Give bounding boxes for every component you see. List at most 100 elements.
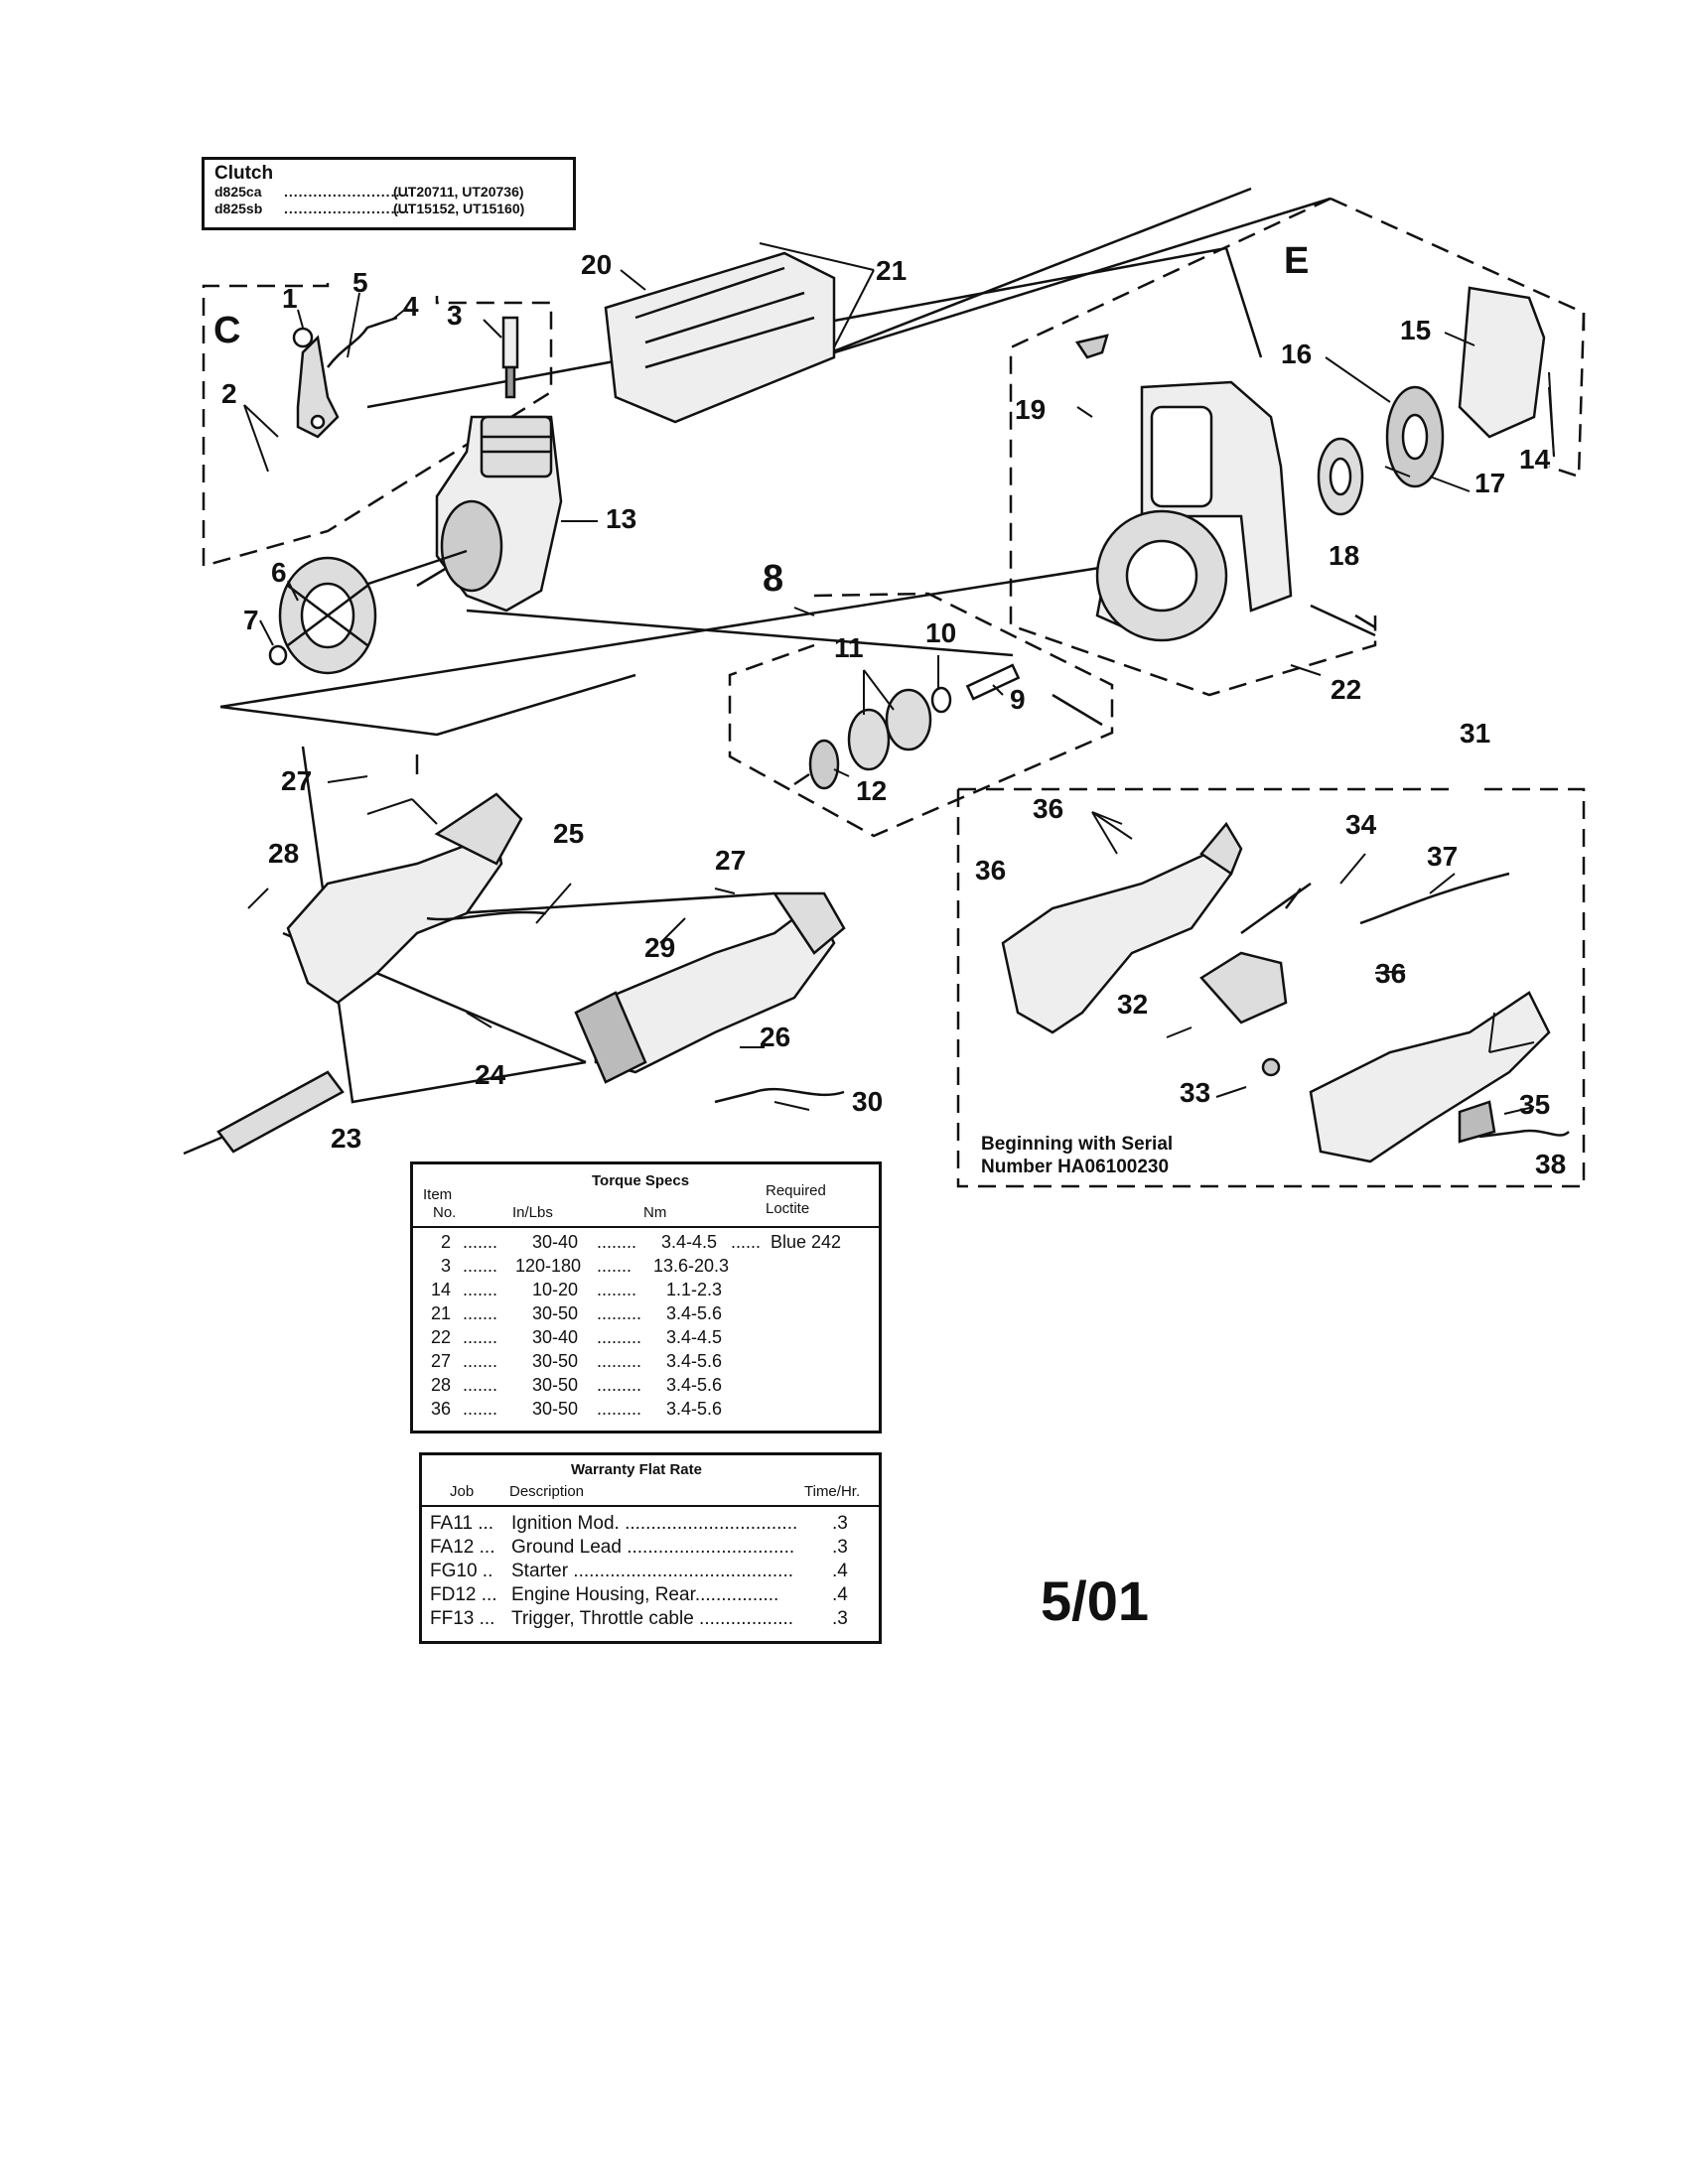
- ignition-module-part: [292, 327, 340, 439]
- torque-item: 22: [431, 1327, 452, 1347]
- warranty-flat-rate-table: Warranty Flat Rate Job Description Time/…: [419, 1452, 882, 1644]
- callout-36: 36: [1033, 793, 1064, 824]
- warranty-time: .3: [832, 1513, 848, 1534]
- revision-date: 5/01: [1041, 1570, 1149, 1632]
- header-nm: Nm: [643, 1204, 667, 1221]
- torque-table-title: Torque Specs: [592, 1172, 690, 1189]
- dot-leader: ..........................: [284, 201, 411, 216]
- torque-row: 21.......30-50.........3.4-5.6: [431, 1303, 723, 1323]
- torque-nm: 3.4-5.6: [666, 1351, 723, 1371]
- torque-inlbs: 10-20: [532, 1280, 579, 1299]
- callout-18: 18: [1329, 540, 1360, 571]
- torque-row: 27.......30-50.........3.4-5.6: [431, 1351, 723, 1371]
- callout-1: 1: [282, 283, 298, 314]
- torque-row: 2.......30-40........3.4-4.5......Blue 2…: [441, 1232, 842, 1252]
- callout-9: 9: [1010, 684, 1026, 715]
- warranty-description: Ground Lead ............................…: [511, 1537, 795, 1558]
- clutch-model: d825sb: [214, 201, 263, 216]
- table-divider: [422, 1505, 879, 1507]
- header-required: Required: [766, 1182, 826, 1199]
- callout-22: 22: [1331, 674, 1362, 705]
- section-8-frame: [728, 592, 1114, 838]
- warranty-description: Starter ................................…: [511, 1561, 794, 1581]
- torque-nm: 3.4-5.6: [666, 1303, 723, 1323]
- serial-note-line: Number HA06100230: [981, 1157, 1170, 1177]
- callout-38: 38: [1535, 1149, 1567, 1179]
- serial-note-line: Beginning with Serial: [981, 1134, 1174, 1155]
- header-loctite: Loctite: [766, 1200, 810, 1217]
- warranty-row: FA12 ...Ground Lead ....................…: [430, 1537, 867, 1561]
- torque-item: 21: [431, 1303, 452, 1323]
- callout-7: 7: [243, 605, 259, 635]
- torque-row: 3.......120-180.......13.6-20.3: [441, 1256, 730, 1276]
- torque-nm: 1.1-2.3: [666, 1280, 723, 1299]
- wiring-part: [426, 910, 1570, 1139]
- callout-6: 6: [271, 557, 287, 588]
- section-31-frame: [956, 787, 1586, 1188]
- torque-specs-table: Torque Specs Item No. In/Lbs Nm Required…: [410, 1161, 882, 1433]
- starter-cover-part: [1458, 286, 1546, 439]
- warranty-time: .3: [832, 1608, 848, 1629]
- cylinder-shroud-part: [604, 251, 836, 424]
- callout-23: 23: [331, 1123, 362, 1154]
- callout-10: 10: [925, 617, 957, 648]
- torque-item: 28: [431, 1375, 452, 1395]
- section-e-frame: [1009, 197, 1586, 697]
- callout-16: 16: [1281, 339, 1313, 369]
- callout-30: 30: [852, 1086, 884, 1117]
- torque-inlbs: 120-180: [515, 1256, 582, 1276]
- callout-12: 12: [856, 775, 888, 806]
- callout-36: 36: [975, 855, 1007, 886]
- engine-block-part: [302, 415, 563, 613]
- drive-shaft-part: [183, 1070, 345, 1156]
- callout-26: 26: [760, 1022, 791, 1052]
- warranty-row: FD12 ...Engine Housing, Rear............…: [430, 1584, 867, 1608]
- callout-29: 29: [644, 932, 676, 963]
- warranty-row: FG10 .. Starter .........................…: [430, 1561, 867, 1584]
- flywheel-part: [278, 556, 377, 675]
- callout-27: 27: [281, 765, 313, 796]
- callout-19: 19: [1015, 394, 1047, 425]
- section-e-label: E: [1284, 240, 1310, 282]
- clutch-assembly-part: [793, 663, 1021, 790]
- torque-inlbs: 30-40: [532, 1232, 579, 1252]
- callout-3: 3: [447, 300, 463, 331]
- header-description: Description: [509, 1483, 585, 1500]
- torque-row: 28.......30-50.........3.4-5.6: [431, 1375, 723, 1395]
- warranty-job: FG10 ..: [430, 1561, 493, 1581]
- serial-note: Beginning with Serial Number HA06100230: [981, 1133, 1173, 1178]
- warranty-time: .4: [832, 1561, 848, 1581]
- clutch-parts: (UT20711, UT20736): [393, 184, 524, 200]
- callout-37: 37: [1427, 841, 1459, 872]
- warranty-description: Engine Housing, Rear................: [511, 1584, 779, 1605]
- section-c-label: C: [213, 310, 241, 351]
- torque-nm: 3.4-4.5: [666, 1327, 723, 1347]
- callout-2: 2: [221, 378, 237, 409]
- torque-nm: 3.4-4.5: [661, 1232, 718, 1252]
- rear-engine-housing-part: [1095, 380, 1293, 642]
- warranty-job: FF13 ...: [430, 1608, 495, 1629]
- clutch-table-title: Clutch: [214, 163, 274, 184]
- warranty-job: FA11 ...: [430, 1513, 494, 1534]
- torque-inlbs: 30-50: [532, 1351, 579, 1371]
- torque-nm: 13.6-20.3: [653, 1256, 730, 1276]
- torque-item: 3: [441, 1256, 452, 1276]
- callout-36: 36: [1375, 958, 1407, 989]
- callout-25: 25: [553, 818, 585, 849]
- header-time: Time/Hr.: [804, 1483, 861, 1500]
- header-item: Item: [423, 1186, 453, 1203]
- callout-35: 35: [1519, 1089, 1551, 1120]
- table-divider: [413, 1226, 879, 1228]
- updated-handle-assembly-part: [1001, 821, 1551, 1163]
- torque-inlbs: 30-40: [532, 1327, 579, 1347]
- section-c-frame: [202, 283, 553, 568]
- recoil-spring-part: [1317, 437, 1364, 516]
- callout-20: 20: [581, 249, 613, 280]
- callout-14: 14: [1519, 444, 1551, 475]
- warranty-time: .3: [832, 1537, 848, 1558]
- torque-nm: 3.4-5.6: [666, 1375, 723, 1395]
- warranty-table-title: Warranty Flat Rate: [571, 1461, 702, 1478]
- header-no: No.: [433, 1204, 457, 1221]
- header-inlbs: In/Lbs: [512, 1204, 553, 1221]
